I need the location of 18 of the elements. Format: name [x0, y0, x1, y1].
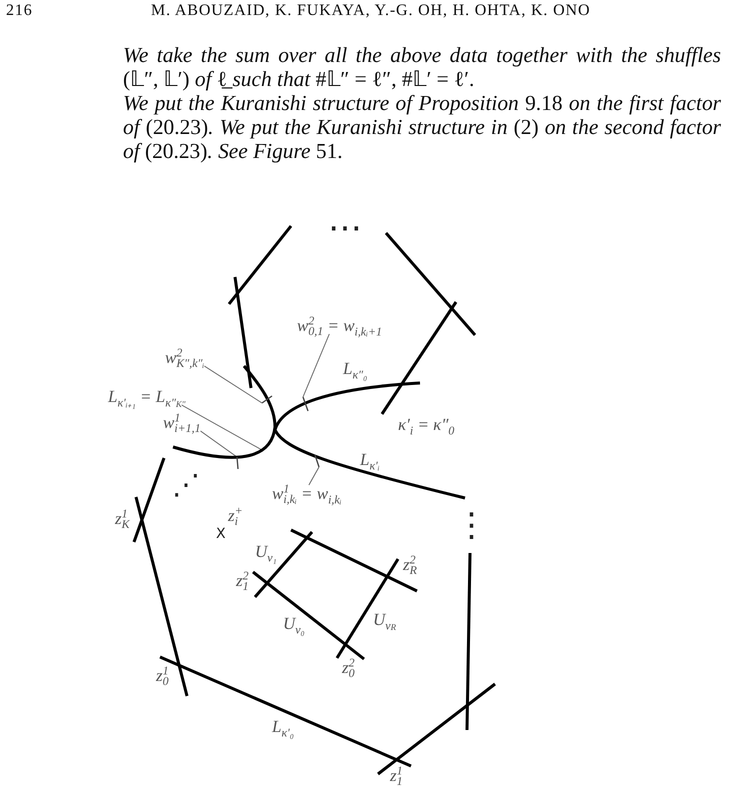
leader-line [308, 466, 320, 486]
ellipsis-dots: ⋯ [328, 211, 362, 245]
leader-line [204, 366, 262, 404]
point-mark: X [216, 527, 226, 541]
tick-mark [302, 396, 309, 412]
math-label: L$_{κ′ᵢ}$ [360, 451, 380, 468]
paragraph: We put the Kuranishi structure of Proposition 9.18 on the first factor of (20.23). We put the Kuranishi structure in (2) on the second factor of (20.23). See Figure 51. [123, 91, 721, 163]
ellipsis-dots: ⋰ [172, 471, 200, 499]
tick-mark [314, 454, 320, 468]
page-number: 216 [6, 3, 33, 19]
paragraph: We take the sum over all the above data together with the shuffles (𝕃″, 𝕃′) of ℓ̲ such that #𝕃″ = ℓ″, #𝕃′ = ℓ′. [123, 43, 721, 91]
leader-line [181, 404, 262, 450]
leader-line [200, 430, 238, 458]
running-head: M. ABOUZAID, K. FUKAYA, Y.-G. OH, H. OHTA, K. ONO [151, 3, 590, 19]
ellipsis-dots: ⋮ [455, 508, 488, 541]
math-label: κ′$_{i}$ = κ″$_{0}$ [398, 416, 454, 433]
tick-mark [236, 456, 239, 470]
leader-line [302, 334, 330, 398]
